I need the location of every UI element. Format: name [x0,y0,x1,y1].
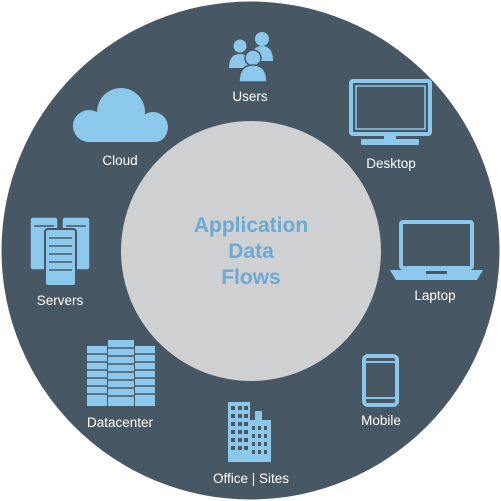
center-title: Application Data Flows [194,214,308,289]
node-desktop: Desktop [349,79,432,171]
desktop-label: Desktop [366,156,416,171]
node-datacenter: Datacenter [87,340,155,430]
node-mobile: Mobile [361,354,401,428]
center-title-line-1: Application [194,214,308,237]
cloud-icon [73,88,168,142]
center-disc [121,121,381,381]
center-title-line-3: Flows [221,266,281,289]
mobile-label: Mobile [361,413,401,428]
users-label: Users [232,89,268,104]
laptop-label: Laptop [414,288,455,303]
desktop-icon [349,79,432,145]
node-laptop: Laptop [390,220,483,303]
office-buildings-icon [228,402,271,462]
servers-icon [29,216,91,287]
office-sites-label: Office | Sites [213,471,289,486]
cloud-label: Cloud [102,153,137,168]
node-cloud: Cloud [73,88,168,168]
node-users: Users [229,32,273,104]
datacenter-icon [87,340,155,406]
center-title-line-2: Data [228,240,274,263]
mobile-icon [362,354,399,407]
node-servers: Servers [29,216,91,308]
datacenter-label: Datacenter [87,415,154,430]
laptop-icon [390,220,483,280]
users-icon [229,32,273,83]
servers-label: Servers [37,293,84,308]
node-office-sites: Office | Sites [213,402,289,486]
